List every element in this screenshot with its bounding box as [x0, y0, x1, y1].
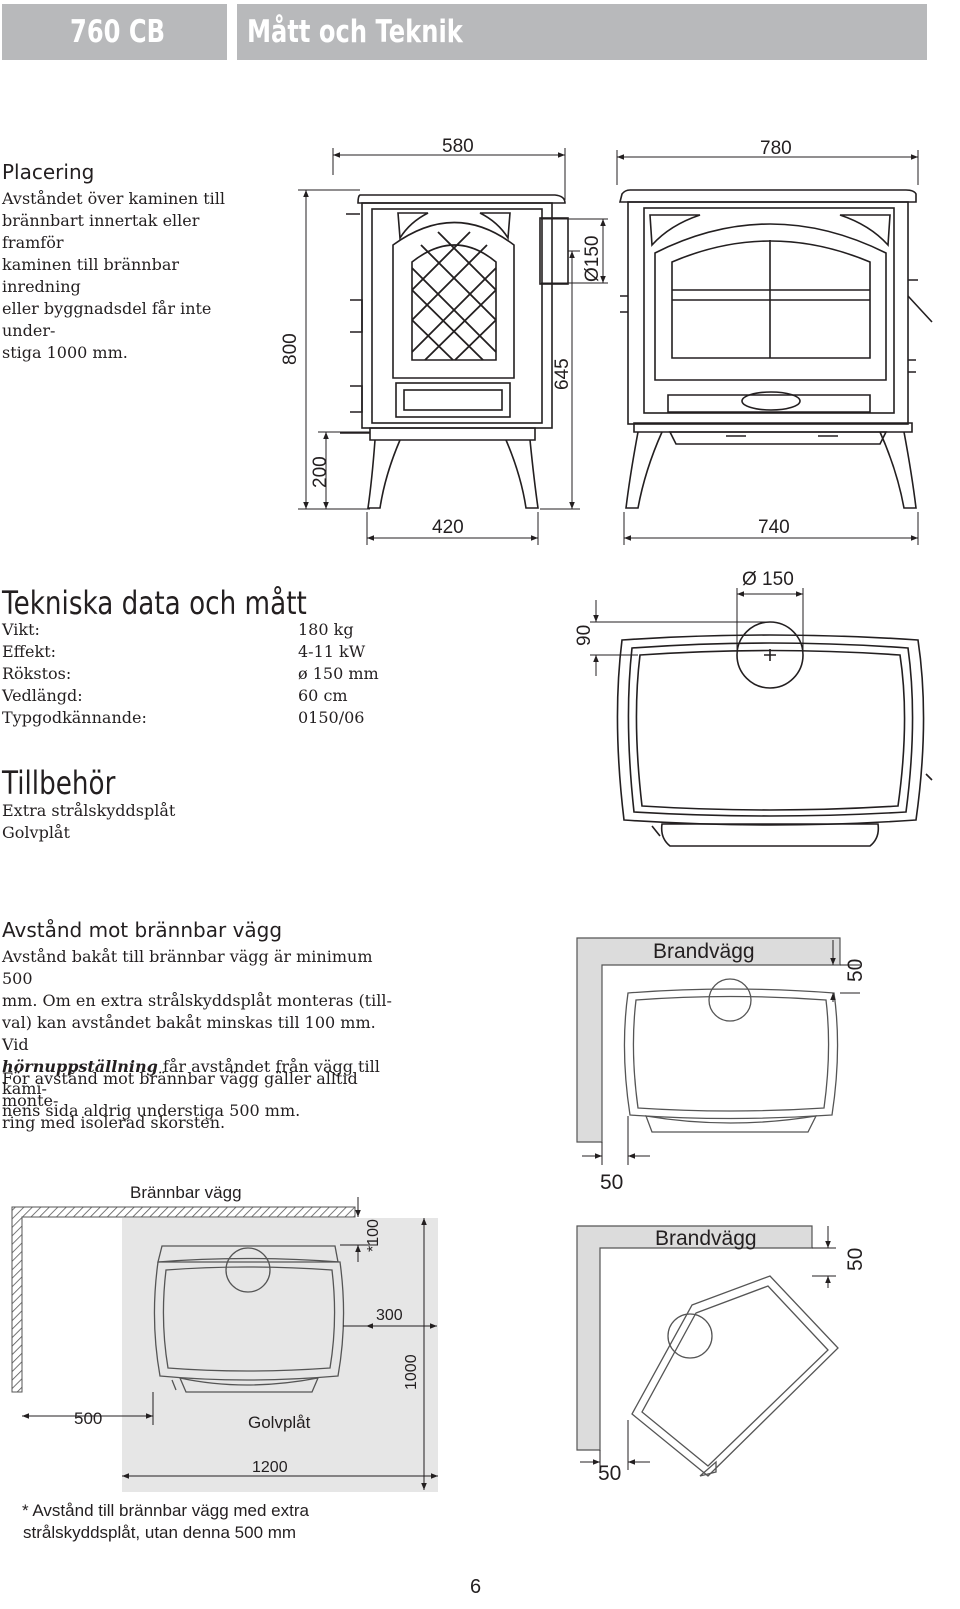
avstand-line: För avstånd mot brännbar vägg gäller all… [2, 1069, 358, 1110]
placering-line: stiga 1000 mm. [2, 343, 128, 362]
spec-label-weight: Vikt: [2, 620, 40, 639]
avstand-line-rest: får avståndet från vägg till kami- [2, 1057, 380, 1098]
tillbehor-item: Extra strålskyddsplåt [2, 801, 176, 820]
dim-side-leg-span: 740 [758, 517, 790, 538]
placering-line: kaminen till brännbar inredning [2, 255, 180, 296]
wall-2-side-gap: 50 [598, 1462, 621, 1485]
placering-text: Avståndet över kaminen till brännbart in… [2, 188, 262, 364]
dimension-labels: 580 780 800 Ø150 645 200 420 740 Ø 150 9… [74, 136, 867, 1485]
tillbehor-item: Golvplåt [2, 823, 70, 842]
dim-height: 800 [280, 333, 301, 365]
wall-diagram-2 [576, 1225, 839, 1477]
dim-leg-height: 200 [310, 456, 331, 488]
wall-1-shape [576, 937, 841, 1143]
avstand-title: Avstånd mot brännbar vägg [2, 918, 283, 942]
floor-plate-label: Golvplåt [248, 1413, 311, 1432]
floor-width: 1200 [252, 1459, 288, 1476]
corner-term: hörnuppställning [2, 1057, 158, 1076]
avstand-line: nens sida aldrig understiga 500 mm. [2, 1101, 301, 1120]
dim-top-outlet-offset: 90 [574, 625, 595, 646]
combustible-wall [11, 1206, 356, 1393]
header-model: 760 CB [70, 14, 166, 50]
side-view-drawing [618, 189, 933, 509]
spec-value-weight: 180 kg [298, 620, 354, 639]
dim-top-outlet: Ø 150 [742, 569, 794, 590]
placering-line: Avståndet över kaminen till [2, 189, 225, 208]
header-section-box: Mått och Teknik [237, 4, 927, 60]
avstand-line: ring med isolerad skorsten. [2, 1113, 226, 1132]
avstand-line: mm. Om en extra strålskyddsplåt monteras… [2, 991, 392, 1010]
avstand-paragraph-2: För avstånd mot brännbar vägg gäller all… [2, 1068, 402, 1134]
floor-front-extension: 300 [376, 1307, 403, 1324]
avstand-line: val) kan avståndet bakåt minskas till 10… [2, 1013, 376, 1054]
top-view-drawing [616, 621, 933, 847]
dim-front-width: 580 [442, 136, 474, 157]
footnote-line: * Avstånd till brännbar vägg med extra [22, 1501, 309, 1520]
dim-side-width: 780 [760, 138, 792, 159]
floor-wall-label: Brännbar vägg [130, 1183, 242, 1202]
dim-outlet-height: 645 [552, 358, 573, 390]
dimension-lines-top [298, 148, 919, 676]
floor-side-distance: 500 [74, 1409, 102, 1428]
header-model-box: 760 CB [2, 4, 227, 60]
tillbehor-list: Extra strålskyddsplåt Golvplåt [2, 800, 175, 844]
spec-label-log-length: Vedlängd: [2, 686, 83, 705]
floor-depth: 1000 [403, 1354, 420, 1390]
spec-value-approval: 0150/06 [298, 708, 365, 727]
placering-title: Placering [2, 160, 95, 184]
placering-line: eller byggnadsdel får inte under- [2, 299, 212, 340]
spec-label-power: Effekt: [2, 642, 57, 661]
wall-2-label: Brandvägg [655, 1227, 757, 1250]
placering-line: brännbart innertak eller framför [2, 211, 200, 252]
page-number: 6 [470, 1576, 482, 1598]
spec-label-flue: Rökstos: [2, 664, 72, 683]
wall-2-shape [576, 1225, 813, 1451]
floor-plate-shape [122, 1218, 438, 1492]
spec-value-flue: ø 150 mm [298, 664, 379, 683]
avstand-paragraph-1: Avstånd bakåt till brännbar vägg är mini… [2, 946, 402, 1122]
spec-value-power: 4-11 kW [298, 642, 366, 661]
dim-outlet-diameter: Ø150 [582, 236, 603, 282]
tekniska-title: Tekniska data och mått [2, 584, 307, 622]
spec-label-approval: Typgodkännande: [2, 708, 147, 727]
avstand-line-italic: hörnuppställning får avståndet från vägg… [2, 1056, 402, 1100]
floor-back-distance: *100 [365, 1219, 382, 1252]
dim-front-leg-span: 420 [432, 517, 464, 538]
wall-1-back-gap: 50 [844, 959, 867, 982]
header-section: Mått och Teknik [247, 14, 463, 50]
wall-1-label: Brandvägg [653, 940, 755, 963]
avstand-line: Avstånd bakåt till brännbar vägg är mini… [2, 947, 373, 988]
wall-1-side-gap: 50 [600, 1171, 623, 1194]
footnote-line: strålskyddsplåt, utan denna 500 mm [23, 1523, 297, 1542]
footnote: * Avstånd till brännbar vägg med extra s… [22, 1500, 309, 1544]
wall-diagram-1 [576, 937, 860, 1165]
wall-2-back-gap: 50 [844, 1248, 867, 1271]
floor-plate-diagram [11, 1197, 438, 1492]
front-view-drawing [340, 194, 569, 509]
spec-value-log-length: 60 cm [298, 686, 348, 705]
tillbehor-title: Tillbehör [2, 764, 116, 802]
